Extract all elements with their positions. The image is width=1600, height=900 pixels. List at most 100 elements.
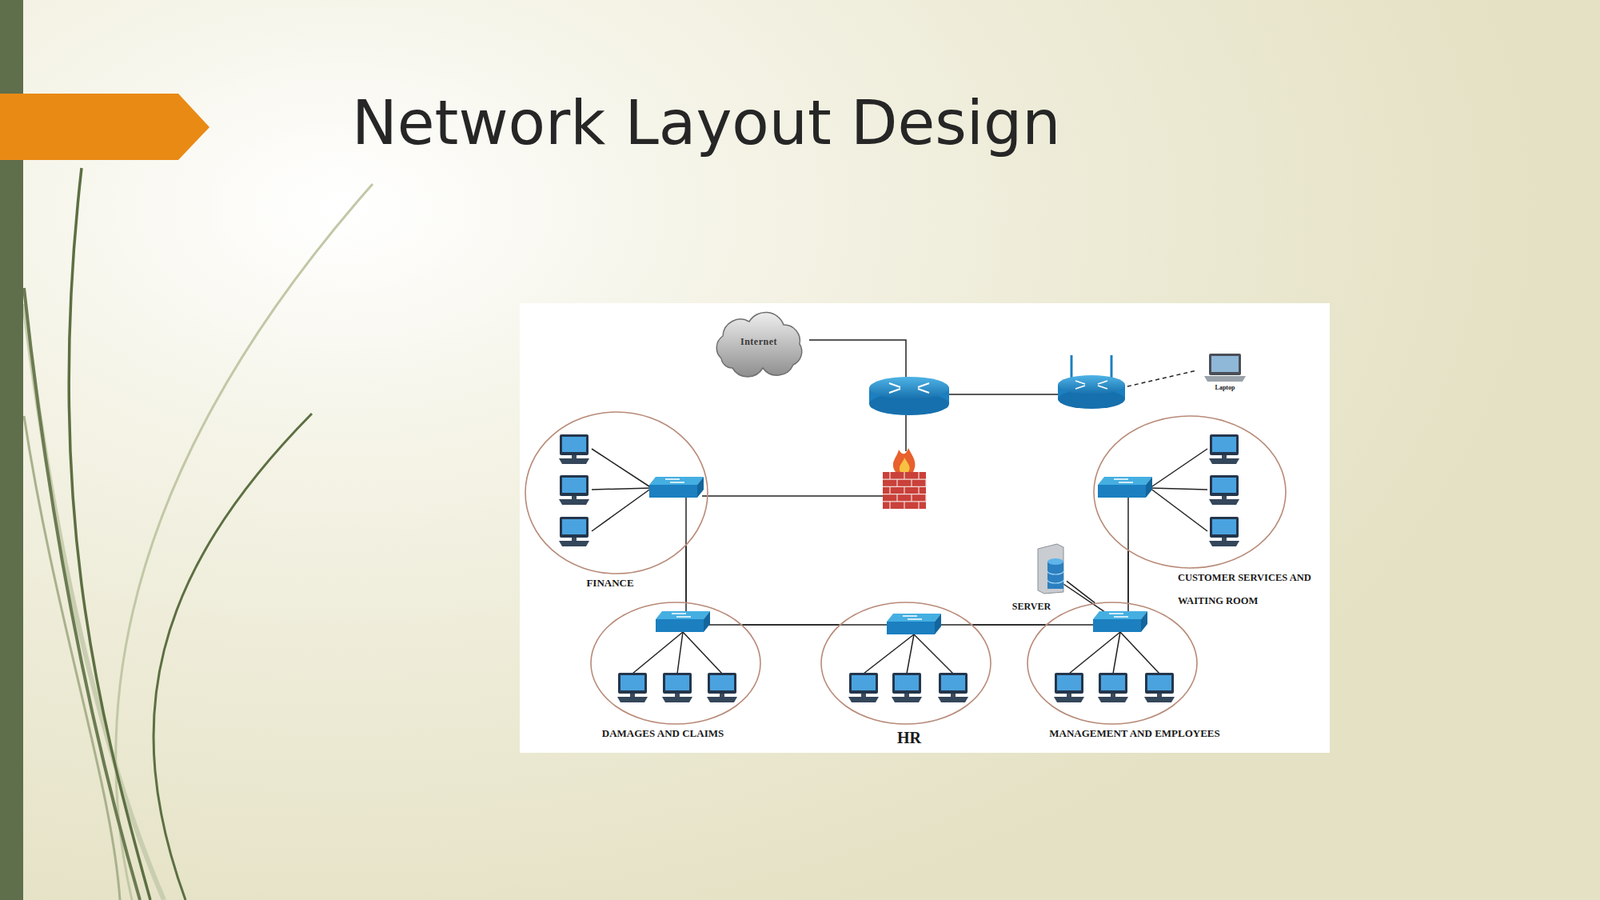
monitor: [938, 672, 968, 694]
network-wire: [863, 634, 914, 674]
computer-icon: [558, 434, 590, 464]
screen: [562, 436, 587, 452]
network-wire: [632, 631, 683, 674]
stand: [630, 693, 635, 697]
network-wire: [905, 414, 907, 451]
switch-arrows: [671, 613, 691, 617]
switch-front: [886, 621, 935, 635]
computer-icon: [558, 474, 590, 505]
circle-outline: [590, 601, 762, 725]
keyboard: [937, 696, 969, 703]
wireless-link: [1127, 370, 1198, 387]
computer-icon: [1208, 474, 1240, 505]
stand: [904, 693, 910, 697]
network-link: [1066, 580, 1095, 603]
laptop-base: [1204, 375, 1246, 382]
decor-curve: [23, 415, 120, 900]
monitor: [1209, 434, 1239, 455]
switch-top: [655, 610, 711, 619]
screen: [710, 674, 735, 691]
stand: [571, 537, 577, 541]
circle-outline-path: [1093, 415, 1286, 568]
monitor: [662, 672, 692, 694]
keyboard: [706, 696, 738, 703]
monitor: [1098, 672, 1128, 694]
department-circle: FINANCE: [524, 410, 709, 575]
switch-front: [649, 484, 698, 498]
laptop-device: Laptop: [1199, 351, 1251, 402]
keyboard: [1208, 458, 1240, 464]
circle-outline: [1093, 414, 1287, 569]
screen: [1147, 674, 1172, 691]
image-background: [519, 303, 1330, 753]
screen: [665, 674, 690, 691]
server-tower: [1037, 543, 1064, 594]
stand: [950, 693, 956, 697]
firewall-icon: [882, 447, 926, 509]
keyboard: [848, 696, 879, 703]
network-wire: [809, 339, 906, 380]
flame: [893, 447, 916, 472]
circle-outline-path: [525, 411, 708, 574]
mortar-lines: [882, 471, 926, 509]
wireless-router-icon: [1057, 355, 1126, 409]
switch-icon: [1097, 476, 1153, 498]
screen: [1212, 518, 1237, 535]
switch-arrows: [1109, 613, 1129, 617]
screen: [1057, 674, 1082, 691]
network-wire: [1113, 631, 1121, 674]
department-circle: CUSTOMER SERVICES AND WAITING ROOM: [1093, 414, 1287, 569]
department-circle: MANAGEMENT AND EMPLOYEES: [1026, 601, 1198, 725]
keyboard: [1208, 498, 1240, 505]
stand: [1066, 693, 1072, 697]
server-icon: [1034, 543, 1067, 594]
monitor: [559, 474, 589, 496]
laptop-screen-frame: [1208, 353, 1241, 376]
keyboard: [662, 696, 693, 703]
switch-top: [1097, 476, 1153, 485]
computer-icon: [1144, 672, 1175, 703]
switch-icon: [1093, 610, 1148, 632]
router-top: [869, 376, 950, 400]
network-wire: [591, 487, 652, 490]
computer-icon: [1097, 672, 1129, 703]
stand: [861, 693, 866, 697]
network-wire: [1120, 631, 1160, 674]
monitor: [1209, 516, 1239, 538]
keyboard: [617, 696, 648, 703]
router-top: [1057, 375, 1126, 395]
switch-side: [1145, 476, 1153, 498]
network-link: [1127, 550, 1130, 603]
switch-arrows: [665, 478, 685, 483]
circle-outline: [820, 601, 992, 725]
stand: [1157, 693, 1162, 697]
network-link: [742, 623, 840, 626]
laptop-screen: [1211, 355, 1239, 372]
switch-icon: [655, 610, 711, 632]
screen: [620, 674, 645, 691]
stand: [719, 693, 725, 697]
computer-icon: [848, 672, 879, 703]
network-wire: [702, 494, 883, 497]
monitor: [1054, 672, 1084, 694]
decor-curve: [23, 303, 164, 900]
switch-front: [1093, 618, 1142, 632]
switch-side: [703, 610, 711, 632]
stand: [1221, 537, 1227, 541]
stand: [1221, 495, 1227, 499]
department-label: DAMAGES AND CLAIMS: [602, 726, 724, 740]
keyboard: [558, 458, 590, 464]
network-wire: [677, 631, 683, 674]
switch-top: [886, 613, 942, 622]
department-circle: HR: [820, 601, 992, 725]
decor-curve: [115, 183, 373, 900]
monitor: [1209, 474, 1239, 496]
department-label: HR: [897, 728, 922, 747]
router-icon: [869, 376, 950, 415]
switch-icon: [649, 476, 704, 498]
department-circle: DAMAGES AND CLAIMS: [590, 601, 762, 725]
department-label: FINANCE: [586, 576, 634, 590]
flame-core: [899, 457, 910, 472]
screen: [562, 477, 587, 493]
keyboard: [1144, 696, 1175, 703]
